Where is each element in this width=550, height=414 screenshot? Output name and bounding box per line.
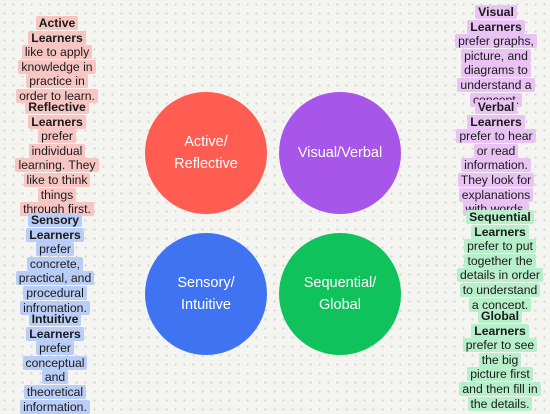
- note-body-line: learning. They: [15, 158, 99, 173]
- note-title-line: Intuitive: [28, 312, 82, 326]
- circle-sensory-intuitive: Sensory/ Intuitive: [145, 233, 267, 355]
- note-body-line: prefer: [38, 129, 76, 144]
- circle-active-reflective: Active/ Reflective: [145, 92, 267, 214]
- circle-visual-verbal: Visual/Verbal: [279, 92, 401, 214]
- note-body-line: conceptual: [22, 355, 88, 370]
- circle-sequential-global: Sequential/ Global: [279, 233, 401, 355]
- note-body-line: prefer: [36, 341, 74, 356]
- note-body-line: through first.: [20, 202, 94, 217]
- note-title-line: Reflective: [25, 100, 89, 114]
- connector-visual-verbal: [403, 54, 447, 156]
- note-body-line: the big: [478, 352, 522, 367]
- note-body-line: individual: [28, 143, 86, 158]
- note-title-line: Learners: [28, 114, 86, 129]
- note-body-line: like to apply: [21, 45, 93, 60]
- note-body-line: picture, and: [461, 48, 531, 63]
- note-body-line: concrete,: [26, 256, 84, 271]
- note-body-line: and: [41, 370, 69, 385]
- note-body-line: prefer graphs,: [455, 34, 537, 49]
- note-body-line: like to think: [23, 172, 91, 187]
- note-title-line: Active: [35, 16, 79, 30]
- note-body-line: They look for: [457, 172, 535, 187]
- note-body-line: prefer: [36, 242, 74, 257]
- note-title-line: Learners: [467, 114, 525, 129]
- note-body-line: practice in: [26, 74, 88, 89]
- note-title-line: Learners: [28, 30, 86, 45]
- note-title-line: Learners: [471, 323, 529, 338]
- note-body-line: knowledge in: [18, 59, 96, 74]
- note-title-line: Visual: [475, 5, 517, 19]
- connector-sequential-global: [403, 258, 459, 352]
- note-title-line: Learners: [26, 326, 84, 341]
- note-body-line: understand a: [457, 77, 535, 92]
- note-body-line: prefer to see: [462, 338, 538, 353]
- note-body-line: order to learn.: [16, 88, 98, 103]
- note-title-line: Sequential: [466, 210, 534, 224]
- note-body-line: things: [37, 187, 77, 202]
- note-body-line: a concept.: [468, 297, 532, 312]
- note-body-line: infromation.: [20, 300, 90, 315]
- note-title-line: Verbal: [474, 100, 518, 114]
- note-body-line: or read: [473, 143, 519, 158]
- note-body-line: prefer to put: [464, 239, 536, 254]
- note-title-line: Sensory: [27, 213, 83, 227]
- note-body-line: the details.: [467, 396, 533, 411]
- note-body-line: practical, and: [15, 271, 95, 286]
- note-body-line: procedural: [23, 285, 87, 300]
- note-body-line: and then fill in: [459, 381, 541, 396]
- note-body-line: to understand: [459, 282, 541, 297]
- note-body-line: together the: [464, 253, 536, 268]
- note-title-line: Learners: [467, 19, 525, 34]
- note-body-line: explanations: [458, 187, 534, 202]
- note-body-line: information.: [461, 158, 531, 173]
- note-body-line: details in order: [457, 268, 543, 283]
- note-body-line: theoretical: [23, 384, 87, 399]
- note-title-line: Learners: [471, 224, 529, 239]
- note-title-line: Learners: [26, 227, 84, 242]
- note-body-line: diagrams to: [461, 63, 531, 78]
- note-title-line: Global: [478, 309, 522, 323]
- note-body-line: prefer to hear: [456, 129, 536, 144]
- note-body-line: picture first: [467, 367, 533, 382]
